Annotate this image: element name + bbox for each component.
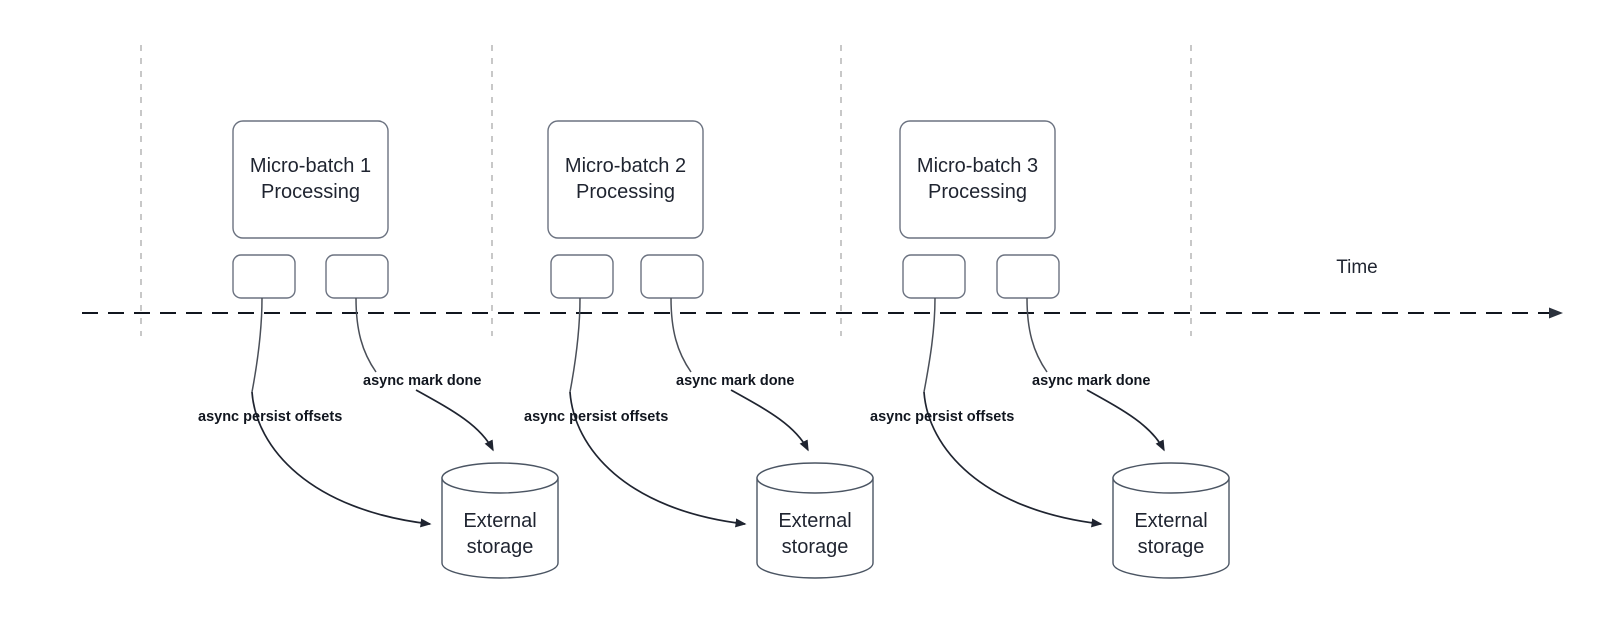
task-box-3a[interactable] bbox=[902, 254, 966, 299]
task-1b-connector bbox=[355, 297, 377, 373]
group-2: Micro-batch 2 Processing async persist o… bbox=[524, 120, 874, 579]
microbatch-1-label-line2: Processing bbox=[261, 181, 360, 203]
group-1: Micro-batch 1 Processing async persist o… bbox=[198, 120, 559, 579]
microbatch-2-label-line1: Micro-batch 2 bbox=[565, 155, 686, 177]
edge-async-mark-done-2 bbox=[730, 389, 809, 452]
microbatch-1-label-line1: Micro-batch 1 bbox=[250, 155, 371, 177]
external-storage-1-body[interactable] bbox=[441, 477, 559, 579]
external-storage-2-label-line1: External bbox=[778, 510, 851, 532]
microbatch-3-label-line1: Micro-batch 3 bbox=[917, 155, 1038, 177]
task-box-2b[interactable] bbox=[640, 254, 704, 299]
task-2b-connector bbox=[670, 297, 692, 373]
time-axis-label: Time bbox=[1336, 257, 1378, 278]
task-3b-connector bbox=[1026, 297, 1048, 373]
divider-group bbox=[140, 45, 1192, 336]
task-1a-connector bbox=[251, 297, 263, 393]
task-3a-connector bbox=[923, 297, 936, 393]
task-box-1b[interactable] bbox=[325, 254, 389, 299]
microbatch-2-label-line2: Processing bbox=[576, 181, 675, 203]
external-storage-1-top bbox=[441, 462, 559, 494]
edge-label-async-mark-done-3: async mark done bbox=[1032, 373, 1150, 389]
external-storage-2-top bbox=[756, 462, 874, 494]
external-storage-3-body[interactable] bbox=[1112, 477, 1230, 579]
task-2a-connector bbox=[569, 297, 581, 393]
time-axis: Time bbox=[82, 257, 1563, 319]
external-storage-2-body[interactable] bbox=[756, 477, 874, 579]
edge-label-async-persist-offsets-2: async persist offsets bbox=[524, 409, 668, 425]
external-storage-1-label-line1: External bbox=[463, 510, 536, 532]
external-storage-3-label-line2: storage bbox=[1138, 536, 1205, 558]
group-3: Micro-batch 3 Processing async persist o… bbox=[870, 120, 1230, 579]
external-storage-2-label-line2: storage bbox=[782, 536, 849, 558]
external-storage-3-top bbox=[1112, 462, 1230, 494]
edge-label-async-persist-offsets-3: async persist offsets bbox=[870, 409, 1014, 425]
microbatch-2-box[interactable] bbox=[547, 120, 704, 239]
edge-async-mark-done-3 bbox=[1086, 389, 1165, 452]
external-storage-3-label-line1: External bbox=[1134, 510, 1207, 532]
microbatch-1-box[interactable] bbox=[232, 120, 389, 239]
microbatch-3-label-line2: Processing bbox=[928, 181, 1027, 203]
edge-label-async-mark-done-2: async mark done bbox=[676, 373, 794, 389]
task-box-1a[interactable] bbox=[232, 254, 296, 299]
edge-async-persist-offsets-3 bbox=[923, 391, 1103, 528]
external-storage-1-label-line2: storage bbox=[467, 536, 534, 558]
task-box-2a[interactable] bbox=[550, 254, 614, 299]
edge-label-async-persist-offsets-1: async persist offsets bbox=[198, 409, 342, 425]
edge-async-mark-done-1 bbox=[415, 389, 494, 452]
task-box-3b[interactable] bbox=[996, 254, 1060, 299]
edge-label-async-mark-done-1: async mark done bbox=[363, 373, 481, 389]
microbatch-3-box[interactable] bbox=[899, 120, 1056, 239]
edge-async-persist-offsets-1 bbox=[251, 391, 432, 528]
edge-async-persist-offsets-2 bbox=[569, 391, 747, 528]
